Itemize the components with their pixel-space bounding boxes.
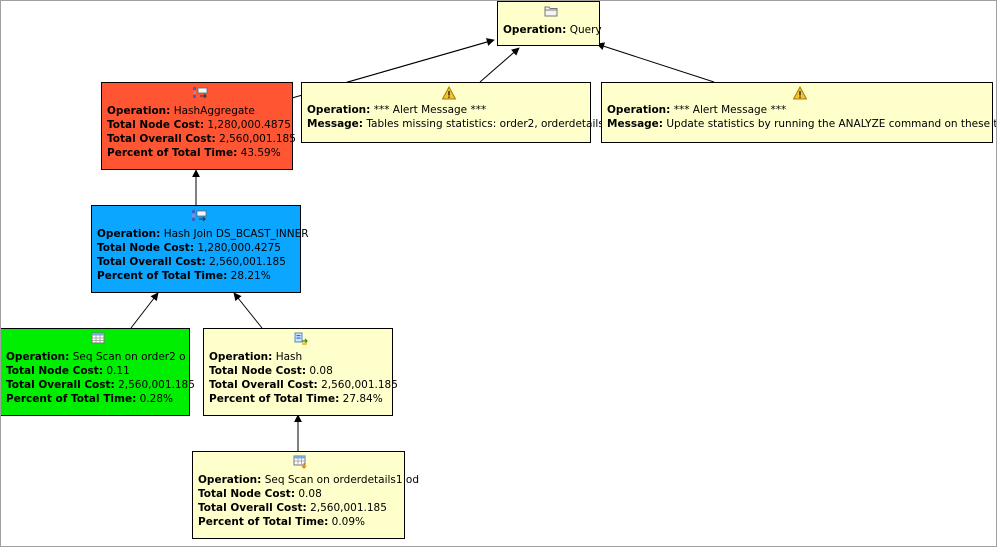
- table-scan-icon: [198, 455, 404, 471]
- overall-cost-value: 2,560,001.185: [321, 379, 398, 391]
- node-cost-value: 1,280,000.4275: [197, 242, 281, 254]
- hash-icon: [209, 332, 392, 348]
- percent-time-value: 0.09%: [331, 516, 365, 528]
- operation-value: Seq Scan on orderdetails1 od: [264, 474, 419, 486]
- node-alert-missing-statistics[interactable]: Operation: *** Alert Message *** Message…: [301, 82, 610, 143]
- message-value: Tables missing statistics: order2, order…: [366, 118, 611, 130]
- node-cost-label: Total Node Cost:: [97, 242, 195, 254]
- operation-label: Operation:: [97, 228, 161, 240]
- percent-time-value: 28.21%: [230, 270, 271, 282]
- edge-hash-to-hashjoin: [233, 292, 263, 329]
- operation-value: Hash Join DS_BCAST_INNER: [163, 228, 309, 240]
- operation-label: Operation:: [107, 105, 171, 117]
- node-cost-label: Total Node Cost:: [209, 365, 307, 377]
- node-cost-value: 0.11: [106, 365, 130, 377]
- edge-alert1-to-query-b: [479, 47, 520, 83]
- overall-cost-label: Total Overall Cost:: [209, 379, 318, 391]
- node-hash[interactable]: Operation: Hash Total Node Cost: 0.08 To…: [203, 328, 398, 416]
- node-hash-aggregate[interactable]: Operation: HashAggregate Total Node Cost…: [101, 82, 296, 170]
- node-alert-update-statistics[interactable]: Operation: *** Alert Message *** Message…: [601, 82, 997, 143]
- node-cost-value: 1,280,000.4875: [207, 119, 291, 131]
- operation-label: Operation:: [6, 351, 70, 363]
- node-seq-scan-orderdetails1[interactable]: Operation: Seq Scan on orderdetails1 od …: [192, 451, 419, 539]
- message-value: Update statistics by running the ANALYZE…: [666, 118, 997, 130]
- edge-alert1-to-query-a: [347, 39, 495, 83]
- overall-cost-value: 2,560,001.185: [310, 502, 387, 514]
- overall-cost-label: Total Overall Cost:: [198, 502, 307, 514]
- warning-icon: [607, 86, 992, 103]
- overall-cost-label: Total Overall Cost:: [6, 379, 115, 391]
- folder-icon: [503, 5, 599, 21]
- overall-cost-value: 2,560,001.185: [209, 256, 286, 268]
- percent-time-label: Percent of Total Time:: [107, 147, 238, 159]
- percent-time-value: 0.28%: [139, 393, 173, 405]
- aggregate-icon: [107, 86, 292, 102]
- edge-alert2-to-query: [596, 42, 715, 83]
- overall-cost-label: Total Overall Cost:: [97, 256, 206, 268]
- percent-time-value: 27.84%: [342, 393, 383, 405]
- percent-time-label: Percent of Total Time:: [198, 516, 329, 528]
- operation-label: Operation:: [607, 104, 671, 116]
- operation-value: *** Alert Message ***: [673, 104, 787, 116]
- operation-value: *** Alert Message ***: [373, 104, 487, 116]
- operation-label: Operation:: [198, 474, 262, 486]
- node-hash-join[interactable]: Operation: Hash Join DS_BCAST_INNER Tota…: [91, 205, 309, 293]
- node-cost-label: Total Node Cost:: [198, 488, 296, 500]
- node-seq-scan-order2[interactable]: Operation: Seq Scan on order2 o Total No…: [0, 328, 195, 416]
- overall-cost-value: 2,560,001.185: [219, 133, 296, 145]
- operation-value: HashAggregate: [173, 105, 255, 117]
- percent-time-label: Percent of Total Time:: [97, 270, 228, 282]
- node-cost-value: 0.08: [298, 488, 322, 500]
- percent-time-value: 43.59%: [240, 147, 281, 159]
- node-cost-value: 0.08: [309, 365, 333, 377]
- table-scan-icon: [6, 332, 189, 348]
- overall-cost-label: Total Overall Cost:: [107, 133, 216, 145]
- operation-value: Hash: [275, 351, 303, 363]
- message-label: Message:: [607, 118, 663, 130]
- node-cost-label: Total Node Cost:: [107, 119, 205, 131]
- edge-seqscan-order2-to-hashjoin: [130, 292, 159, 329]
- operation-label: Operation:: [209, 351, 273, 363]
- warning-icon: [307, 86, 590, 103]
- operation-value: Seq Scan on order2 o: [72, 351, 186, 363]
- join-icon: [97, 209, 300, 225]
- message-label: Message:: [307, 118, 363, 130]
- operation-value: Query: [569, 24, 602, 36]
- operation-label: Operation:: [503, 24, 567, 36]
- percent-time-label: Percent of Total Time:: [6, 393, 137, 405]
- node-query[interactable]: Operation: Query: [497, 1, 602, 46]
- percent-time-label: Percent of Total Time:: [209, 393, 340, 405]
- node-cost-label: Total Node Cost:: [6, 365, 104, 377]
- overall-cost-value: 2,560,001.185: [118, 379, 195, 391]
- operation-label: Operation:: [307, 104, 371, 116]
